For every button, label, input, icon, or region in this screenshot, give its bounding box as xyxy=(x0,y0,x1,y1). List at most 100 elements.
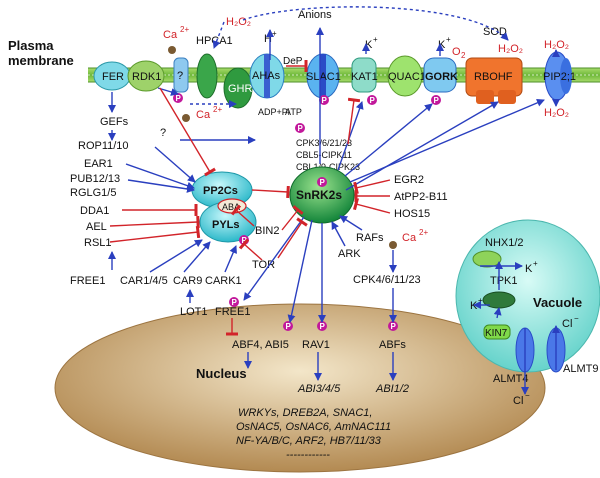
svg-text:P: P xyxy=(370,96,376,105)
hplus: H xyxy=(264,33,272,45)
membrane-label-1: Plasma xyxy=(8,38,54,53)
unknown-label: ? xyxy=(177,70,183,82)
svg-text:P: P xyxy=(176,94,182,103)
ca-top: Ca xyxy=(163,29,178,41)
svg-text:+: + xyxy=(373,35,378,44)
h2o2-pip-bottom: H₂O₂ xyxy=(544,107,569,119)
kinase-list-1: CPK3/6/21/23 xyxy=(296,138,352,148)
tf2-label: RAV1 xyxy=(302,339,330,351)
vacuole-label: Vacuole xyxy=(533,295,582,310)
rop-label: ROP11/10 xyxy=(78,140,129,152)
ahas-label: AHAs xyxy=(252,70,281,82)
rglg-label: RGLG1/5 xyxy=(70,187,116,199)
kat1-label: KAT1 xyxy=(351,71,378,83)
atpp2-label: AtPP2-B11 xyxy=(394,191,448,203)
svg-text:+: + xyxy=(533,259,538,268)
activation-arrows xyxy=(108,6,560,395)
ca-mid: Ca xyxy=(196,109,211,121)
svg-text:+: + xyxy=(446,35,451,44)
svg-text:P: P xyxy=(298,124,304,133)
svg-text:P: P xyxy=(232,298,238,307)
hpca1-protein xyxy=(196,53,218,99)
ca-top-dot xyxy=(168,46,176,54)
tor-label: TOR xyxy=(252,259,275,271)
gork-label: GORK xyxy=(425,71,458,83)
tf1-label: ABF4, ABI5 xyxy=(232,339,289,351)
kin7-protein xyxy=(483,324,511,340)
cl-bottom: Cl xyxy=(513,395,523,407)
kin7-label: KIN7 xyxy=(485,328,508,339)
svg-text:P: P xyxy=(322,96,328,105)
membrane-label-2: membrane xyxy=(8,53,74,68)
ca-right-dot xyxy=(389,241,397,249)
gork-protein xyxy=(423,57,457,93)
svg-text:P: P xyxy=(391,322,397,331)
h2o2-pip-top: H₂O₂ xyxy=(544,39,569,51)
svg-text:2+: 2+ xyxy=(180,25,189,34)
ghr1-label: GHR1 xyxy=(228,83,259,95)
h2o2-rboh: H₂O₂ xyxy=(498,43,523,55)
pyls-label: PYLs xyxy=(212,219,240,231)
gefs-label: GEFs xyxy=(100,116,129,128)
ear1-label: EAR1 xyxy=(84,158,113,170)
lot1-label: LOT1 xyxy=(180,306,208,318)
nhx-protein xyxy=(472,250,502,268)
svg-text:2+: 2+ xyxy=(419,228,428,237)
nucleus-ellipse xyxy=(54,303,546,473)
quac1-label: QUAC1 xyxy=(388,71,426,83)
hos15-label: HOS15 xyxy=(394,208,430,220)
o2-minus: O xyxy=(452,46,461,58)
svg-text:−: − xyxy=(574,314,579,323)
slac1-label: SLAC1 xyxy=(306,71,341,83)
atp: ATP xyxy=(285,107,302,117)
rdk1-label: RDK1 xyxy=(132,71,161,83)
dda1-label: DDA1 xyxy=(80,205,109,217)
svg-text:2: 2 xyxy=(461,51,466,60)
ca-right: Ca xyxy=(402,232,417,244)
tpk1-label: TPK1 xyxy=(490,275,518,287)
kinase-list-2: CBL5-CIPK11 xyxy=(296,150,352,160)
egr2-label: EGR2 xyxy=(394,174,424,186)
rafs-label: RAFs xyxy=(356,232,384,244)
kplus-gork: K xyxy=(438,39,446,51)
ghr1-protein xyxy=(223,67,253,109)
svg-text:−: − xyxy=(525,391,530,400)
target2-label: ABI1/2 xyxy=(375,383,409,395)
cark1-label: CARK1 xyxy=(205,275,242,287)
nhx-label: NHX1/2 xyxy=(485,237,524,249)
svg-text:P: P xyxy=(320,178,326,187)
ca-mid-dot xyxy=(182,114,190,122)
svg-text:+: + xyxy=(272,29,277,38)
tf3-label: ABFs xyxy=(379,339,406,351)
rdk1-protein xyxy=(127,60,165,92)
kat1-protein xyxy=(351,57,377,93)
svg-text:P: P xyxy=(320,322,326,331)
question-label: ? xyxy=(160,127,166,139)
unknown-channel xyxy=(173,57,189,93)
cpk-label: CPK4/6/11/23 xyxy=(353,274,421,286)
cl-top: Cl xyxy=(562,318,572,330)
almt9-label: ALMT9 xyxy=(563,363,598,375)
k-tpk: K xyxy=(470,300,478,312)
car145-label: CAR1/4/5 xyxy=(120,275,168,287)
svg-text:2+: 2+ xyxy=(213,105,222,114)
k-nhx: K xyxy=(525,263,533,275)
fer-label: FER xyxy=(102,71,124,83)
genes-line-1: WRKYs, DREB2A, SNAC1, xyxy=(238,407,372,419)
almt4-label: ALMT4 xyxy=(493,373,528,385)
pub-label: PUB12/13 xyxy=(70,173,120,185)
ael-label: AEL xyxy=(86,221,107,233)
quac1-protein xyxy=(387,55,423,97)
target1-label: ABI3/4/5 xyxy=(297,383,341,395)
anions-label: Anions xyxy=(298,9,332,21)
svg-text:P: P xyxy=(434,96,440,105)
bin2-label: BIN2 xyxy=(255,225,279,237)
genes-line-2: OsNAC5, OsNAC6, AmNAC111 xyxy=(236,421,391,433)
genes-line-3: NF-YA/B/C, ARF2, HB7/11/33 xyxy=(236,435,382,447)
dep-label: DeP xyxy=(283,56,303,67)
pip21-label: PIP2;1 xyxy=(543,71,576,83)
free1-label: FREE1 xyxy=(70,275,105,287)
inhibition-arrows xyxy=(109,60,391,336)
